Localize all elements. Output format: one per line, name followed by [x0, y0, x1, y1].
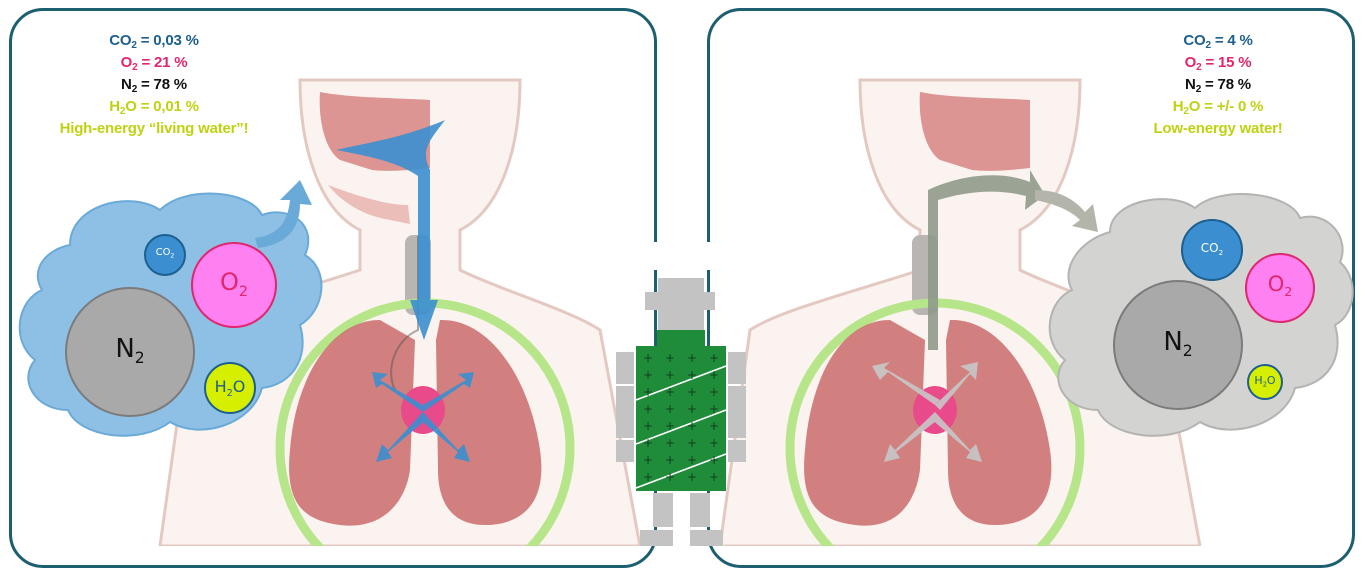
plus-mark: + — [643, 368, 653, 382]
plus-mark: + — [709, 402, 719, 416]
o2-line-left: O2 = 21 % — [34, 52, 274, 74]
exhale-stats: CO2 = 4 % O2 = 15 % N2 = 78 % H2O = +/- … — [1098, 30, 1338, 140]
plus-mark: + — [709, 385, 719, 399]
plus-mark: + — [643, 419, 653, 433]
note-right: Low-energy water! — [1098, 118, 1338, 140]
plus-mark: + — [687, 453, 697, 467]
plus-mark: + — [665, 419, 675, 433]
plus-mark: + — [665, 385, 675, 399]
plus-mark: + — [643, 436, 653, 450]
plus-mark: + — [687, 470, 697, 484]
o2-line-right: O2 = 15 % — [1098, 52, 1338, 74]
plus-mark: + — [643, 453, 653, 467]
plus-mark: + — [643, 385, 653, 399]
plus-mark: + — [687, 351, 697, 365]
plus-mark: + — [665, 453, 675, 467]
note-left: High-energy “living water”! — [34, 118, 274, 140]
plus-mark: + — [665, 436, 675, 450]
co2-label-left: CO2 — [145, 247, 185, 258]
plus-mark: + — [709, 351, 719, 365]
h2o-line-right: H2O = +/- 0 % — [1098, 96, 1338, 118]
o2-label-left: O2 — [204, 268, 264, 296]
plus-mark: + — [709, 368, 719, 382]
o2-label-right: O2 — [1250, 272, 1310, 296]
plus-mark: + — [709, 436, 719, 450]
plus-mark: + — [687, 368, 697, 382]
plus-mark: + — [687, 385, 697, 399]
n2-label-left: N2 — [98, 334, 162, 364]
h2o-line-left: H2O = 0,01 % — [34, 96, 274, 118]
co2-line-right: CO2 = 4 % — [1098, 30, 1338, 52]
plus-mark: + — [665, 470, 675, 484]
co2-line-left: CO2 = 0,03 % — [34, 30, 274, 52]
plus-mark: + — [687, 419, 697, 433]
h2o-label-left: H2O — [205, 377, 255, 396]
plus-mark: + — [687, 436, 697, 450]
plus-mark: + — [643, 351, 653, 365]
plus-mark: + — [665, 351, 675, 365]
plus-mark: + — [709, 453, 719, 467]
co2-label-right: CO2 — [1187, 241, 1237, 255]
plus-mark: + — [687, 402, 697, 416]
plus-mark: + — [709, 470, 719, 484]
plus-mark: + — [665, 402, 675, 416]
n2-label-right: N2 — [1146, 327, 1210, 357]
n2-line-right: N2 = 78 % — [1098, 74, 1338, 96]
plus-mark: + — [709, 419, 719, 433]
plus-mark: + — [665, 368, 675, 382]
plus-mark: + — [643, 402, 653, 416]
h2o-label-right: H2O — [1245, 374, 1285, 387]
n2-line-left: N2 = 78 % — [34, 74, 274, 96]
plus-mark: + — [643, 470, 653, 484]
inhale-stats: CO2 = 0,03 % O2 = 21 % N2 = 78 % H2O = 0… — [34, 30, 274, 140]
